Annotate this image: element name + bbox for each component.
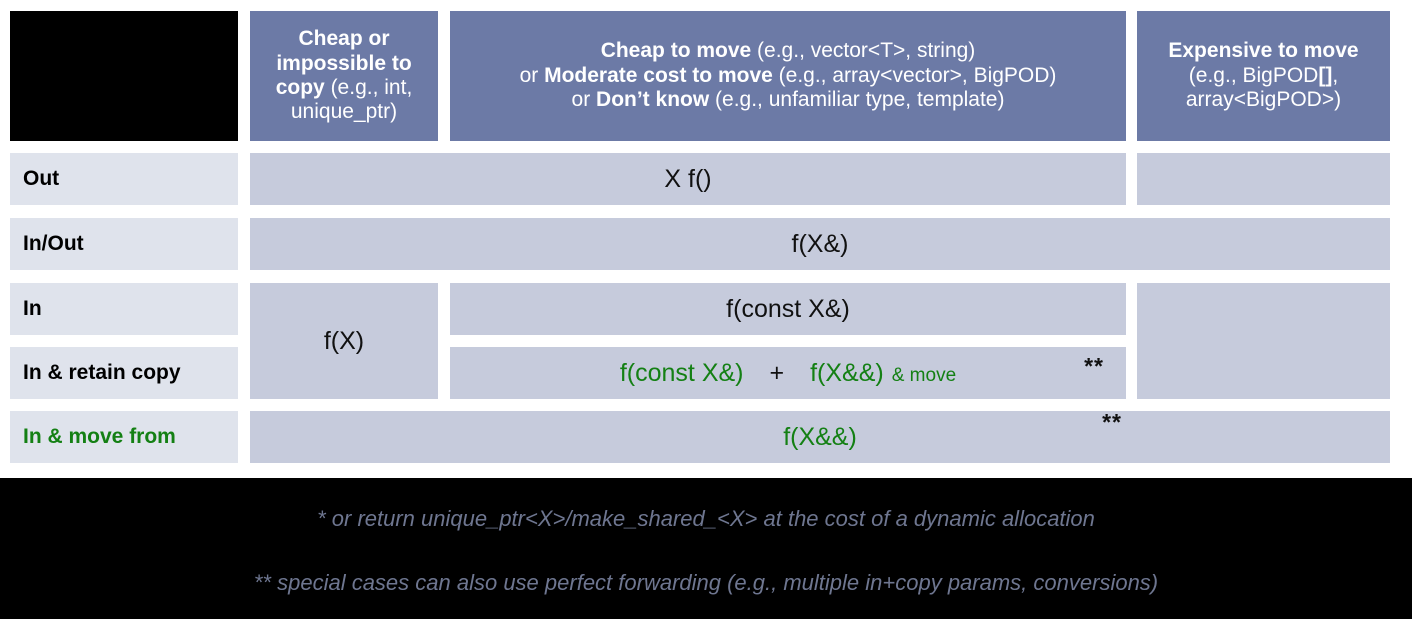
row-label-text: In & retain copy [23,360,181,384]
cell-text: f(const X&) [726,294,850,323]
cell-text-const-ref: f(const X&) [619,358,744,387]
cell-text: f(X&&) [783,422,857,451]
header-examples: (e.g., int, unique_ptr) [290,76,413,124]
cell-retain-copy-combo: f(const X&) + f(X&&) & move ** [450,347,1126,399]
cell-text-and-move: & move [891,364,957,386]
cell-text: f(X) [323,326,365,355]
header-line3-prefix: or [571,88,597,112]
cell-in-out-f-xref: f(X&) [250,218,1390,270]
cell-in-f-x: f(X) [250,283,438,399]
header-line2-prefix: or [519,63,545,87]
header-expensive-brackets: [] [1318,63,1333,87]
cell-text: f(X&) [791,229,849,258]
column-header-cheap-or-impossible-to-copy: Cheap or impossible to copy (e.g., int, … [250,11,438,141]
header-expensive-line2-tail: , [1332,63,1339,87]
cell-text: X f() [664,164,712,193]
footnote-marker-double-star: ** [1084,353,1104,379]
cell-move-from-f-rvalue: f(X&&) ** [250,409,1390,463]
header-line2-bold: Moderate cost to move [544,63,773,87]
header-line2-rest: (e.g., array<vector>, BigPOD) [772,63,1057,87]
footnote-double-star: ** special cases can also use perfect fo… [253,570,1159,595]
expensive-out-empty-cell [1137,153,1390,205]
row-label-text: In/Out [23,231,84,255]
cell-out-x-f: X f() [250,153,1126,205]
corner-black-box [10,11,238,141]
footnote-marker-double-star: ** [1102,409,1122,435]
header-line1-rest: (e.g., vector<T>, string) [751,39,976,63]
row-label-in: In [10,283,238,335]
header-expensive-line2: (e.g., BigPOD [1188,63,1319,87]
cell-in-f-const-xref: f(const X&) [450,283,1126,335]
row-label-text: In & move from [23,424,176,448]
cell-text-plus: + [769,358,785,387]
cell-text-rvalue-ref: f(X&&) [810,358,884,387]
row-label-text: In [23,296,42,320]
header-expensive-bold: Expensive to move [1168,39,1359,63]
row-label-out: Out [10,153,238,205]
row-label-in-move-from: In & move from [10,411,238,463]
header-line1-bold: Cheap to move [600,39,752,63]
footnote-band: * or return unique_ptr<X>/make_shared_<X… [0,478,1412,619]
column-header-cheap-to-move: Cheap to move (e.g., vector<T>, string) … [450,11,1126,141]
footnote-single-star: * or return unique_ptr<X>/make_shared_<X… [317,506,1095,531]
row-label-in-retain-copy: In & retain copy [10,347,238,399]
expensive-in-block-empty-cell [1137,283,1390,399]
header-bold-lead: Cheap or impossible to copy [275,27,412,99]
row-label-in-out: In/Out [10,218,238,270]
header-line3-rest: (e.g., unfamiliar type, template) [709,88,1005,112]
column-header-expensive-to-move: Expensive to move (e.g., BigPOD[], array… [1137,11,1390,141]
row-label-text: Out [23,166,60,190]
header-expensive-line3: array<BigPOD>) [1185,88,1342,112]
header-line3-bold: Don’t know [596,88,710,112]
